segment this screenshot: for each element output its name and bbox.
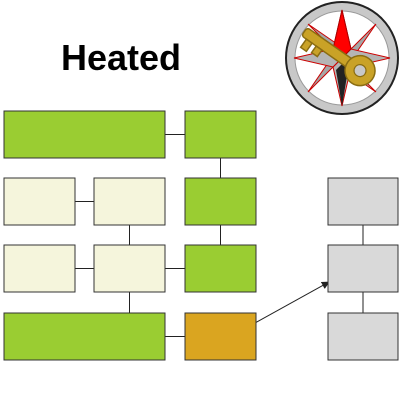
block-row3-left (3, 244, 76, 293)
connectors-layer (75, 134, 364, 337)
key-icon (299, 27, 376, 87)
block-row3-mid (93, 244, 166, 293)
block-row2-mid (93, 177, 166, 226)
arrow-block-bottom-right-to-block-remote-2 (255, 281, 330, 323)
block-top-right (184, 110, 257, 159)
block-bottom-right (184, 312, 257, 361)
block-remote-2 (327, 244, 399, 293)
block-row2-right (184, 177, 257, 226)
block-bottom-wide (3, 312, 166, 361)
block-remote-1 (327, 177, 399, 226)
diagram-title: Heated (61, 37, 181, 78)
block-row3-right (184, 244, 257, 293)
block-row2-left (3, 177, 76, 226)
block-top-wide (3, 110, 166, 159)
blocks-layer (3, 110, 399, 361)
block-remote-3 (327, 312, 399, 361)
compass-star-key-icon (285, 1, 399, 115)
